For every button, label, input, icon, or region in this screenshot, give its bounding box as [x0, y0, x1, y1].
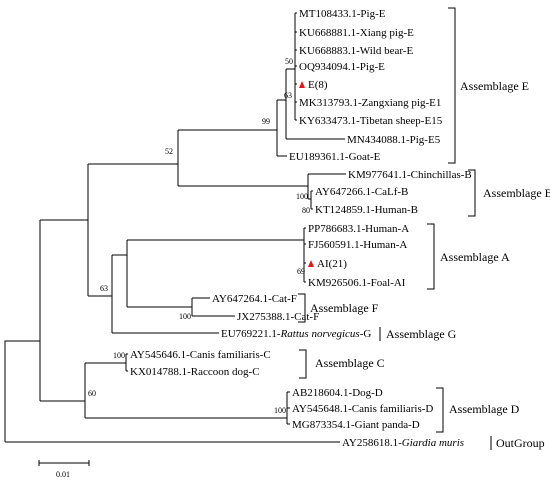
taxon-label: AY647264.1-Cat-F — [212, 293, 297, 305]
bootstrap-value: 52 — [165, 147, 173, 156]
assemblage-e-label: Assemblage E — [460, 79, 529, 93]
bootstrap-value: 100 — [296, 192, 308, 201]
branch-f-leaves — [192, 297, 235, 317]
taxon-label-ay258618: AY258618.1-Giardia muris — [342, 437, 464, 449]
assemblage-a-label: Assemblage A — [440, 250, 510, 264]
bootstrap-value: 63 — [284, 91, 292, 100]
scale-bar-line — [38, 460, 90, 466]
scale-bar-label: 0.01 — [56, 470, 70, 479]
taxon-label: AY545646.1-Canis familiaris-C — [130, 349, 271, 361]
taxon-label: MN434088.1-Pig-E5 — [347, 134, 441, 146]
assemblage-brackets: Assemblage E Assemblage B Assemblage A A… — [298, 7, 550, 450]
branch-c-leaves — [126, 353, 128, 372]
taxon-label: JX275388.1-Cat-F — [237, 311, 319, 323]
bootstrap-value: 100 — [113, 351, 125, 360]
taxon-label: KX014788.1-Raccoon dog-C — [130, 366, 260, 378]
branch-e-leaves — [295, 12, 297, 121]
branch-d-leaves — [287, 391, 290, 425]
taxon-label: KM977641.1-Chinchillas-B — [348, 169, 472, 181]
bootstrap-value: 69 — [297, 267, 305, 276]
bracket-assemblage-e — [448, 7, 456, 164]
branch-b-inner — [308, 190, 313, 210]
bracket-assemblage-c — [299, 349, 307, 379]
taxon-label: AY545648.1-Canis familiaris-D — [292, 403, 433, 415]
tip-labels: MT108433.1-Pig-E KU668881.1-Xiang pig-E … — [130, 8, 472, 449]
outgroup-label: OutGroup — [496, 436, 545, 450]
taxon-label-eu769221: EU769221.1-Rattus norvegicus-G — [221, 328, 371, 340]
taxon-label: MK313793.1-Zangxiang pig-E1 — [299, 97, 441, 109]
taxon-label: MT108433.1-Pig-E — [299, 8, 386, 20]
red-triangle-marker — [308, 260, 314, 267]
bootstrap-value: 80 — [302, 206, 310, 215]
assemblage-g-label: Assemblage G — [386, 327, 457, 341]
taxon-label: KY633473.1-Tibetan sheep-E15 — [299, 115, 443, 127]
taxon-label: FJ560591.1-Human-A — [308, 239, 407, 251]
bracket-assemblage-f — [298, 293, 306, 323]
assemblage-c-label: Assemblage C — [315, 356, 385, 370]
red-triangle-marker — [299, 81, 305, 88]
bootstrap-values: 50 63 99 52 100 80 69 63 100 100 100 60 — [88, 57, 310, 415]
bracket-assemblage-b — [468, 169, 476, 217]
assemblage-d-label: Assemblage D — [449, 402, 520, 416]
scale-bar: 0.01 — [38, 460, 90, 479]
taxon-label-e8: E(8) — [308, 79, 328, 91]
taxon-label: KM926506.1-Foal-AI — [308, 277, 406, 289]
bracket-assemblage-d — [436, 387, 444, 433]
bootstrap-value: 60 — [88, 389, 96, 398]
taxon-label-ai21: AI(21) — [317, 258, 347, 270]
taxon-label: AY647266.1-CaLf-B — [315, 186, 408, 198]
taxon-label: KU668883.1-Wild bear-E — [299, 45, 413, 57]
taxon-label: PP786683.1-Human-A — [308, 223, 409, 235]
assemblage-f-label: Assemblage F — [310, 301, 379, 315]
bootstrap-value: 63 — [100, 284, 108, 293]
tree-branches — [4, 12, 346, 443]
assemblage-b-label: Assemblage B — [483, 186, 550, 200]
bootstrap-value: 50 — [285, 57, 293, 66]
branch-a-leaves — [304, 227, 306, 283]
taxon-label: OQ934094.1-Pig-E — [299, 61, 385, 73]
taxon-label: EU189361.1-Goat-E — [289, 151, 381, 163]
taxon-label: KT124859.1-Human-B — [315, 204, 418, 216]
bootstrap-value: 100 — [274, 406, 286, 415]
branch-root — [4, 340, 40, 442]
taxon-label: KU668881.1-Xiang pig-E — [299, 27, 414, 39]
taxon-label: AB218604.1-Dog-D — [292, 387, 383, 399]
bracket-assemblage-a — [427, 223, 435, 290]
taxon-label: MG873354.1-Giant panda-D — [292, 419, 420, 431]
bootstrap-value: 99 — [262, 117, 270, 126]
bootstrap-value: 100 — [179, 312, 191, 321]
